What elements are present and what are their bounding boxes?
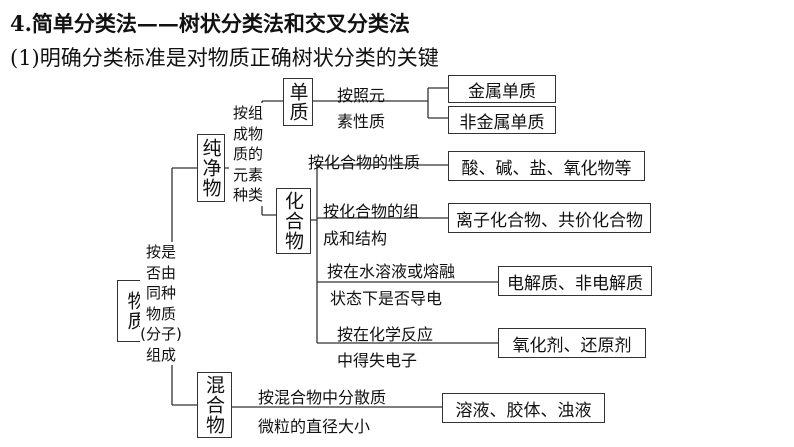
criterion-redox-line2: 中得失电子 xyxy=(337,351,418,370)
connector-compound xyxy=(311,164,498,344)
result-nonmetal: 非金属单质 xyxy=(448,106,556,134)
criterion-element-kind-line3: 质的 xyxy=(232,145,263,163)
criterion-composition-line3: 同种 xyxy=(145,284,176,302)
criterion-element-kind-line5: 种类 xyxy=(232,186,263,204)
criterion-aqueous-line2: 状态下是否导电 xyxy=(330,289,443,308)
node-element-substance: 单质 xyxy=(283,78,313,126)
criterion-compound-structure-line2: 成和结构 xyxy=(323,229,388,248)
criterion-element-kind-line1: 按组 xyxy=(232,104,263,122)
criterion-dispersion-line1: 按混合物中分散质 xyxy=(258,388,387,407)
criterion-element-kind-line4: 元素 xyxy=(232,165,263,184)
section-heading: 4.简单分类法——树状分类法和交叉分类法 xyxy=(10,11,410,36)
criterion-composition-line2: 否由 xyxy=(145,263,176,282)
node-mixture: 混合物 xyxy=(197,372,232,438)
result-metal: 金属单质 xyxy=(448,75,556,103)
node-compound: 化合物 xyxy=(276,188,311,254)
criterion-composition-line5: (分子) xyxy=(140,325,182,343)
node-pure-substance: 纯净物 xyxy=(197,134,225,202)
result-dispersions: 溶液、胶体、浊液 xyxy=(442,393,605,423)
criterion-dispersion-line2: 微粒的直径大小 xyxy=(258,417,371,436)
criterion-element-property-line1: 按照元 xyxy=(337,86,386,105)
criterion-composition-line1: 按是 xyxy=(145,243,176,261)
criterion-composition-line6: 组成 xyxy=(145,345,176,364)
result-ionic-covalent: 离子化合物、共价化合物 xyxy=(448,203,651,233)
result-electrolyte: 电解质、非电解质 xyxy=(498,266,652,296)
criterion-compound-structure-line1: 按化合物的组 xyxy=(323,202,420,221)
criterion-element-kind-line2: 成物 xyxy=(232,124,263,143)
criterion-aqueous-line1: 按在水溶液或熔融 xyxy=(327,262,456,281)
section-subheading: (1)明确分类标准是对物质正确树状分类的关键 xyxy=(10,46,439,70)
result-acid-base-salt: 酸、碱、盐、氧化物等 xyxy=(448,151,645,181)
criterion-element-property-line2: 素性质 xyxy=(337,112,386,131)
criterion-composition-line4: 物质 xyxy=(145,304,176,323)
criterion-compound-property: 按化合物的性质 xyxy=(308,153,421,172)
connector-element xyxy=(313,87,448,119)
criterion-element-kind: 按组 成物 质的 元素 种类 xyxy=(229,103,267,206)
criterion-redox-line1: 按在化学反应 xyxy=(337,325,434,344)
result-redox-agents: 氧化剂、还原剂 xyxy=(498,328,646,358)
criterion-composition: 按是 否由 同种 物质 (分子) 组成 xyxy=(140,242,182,365)
